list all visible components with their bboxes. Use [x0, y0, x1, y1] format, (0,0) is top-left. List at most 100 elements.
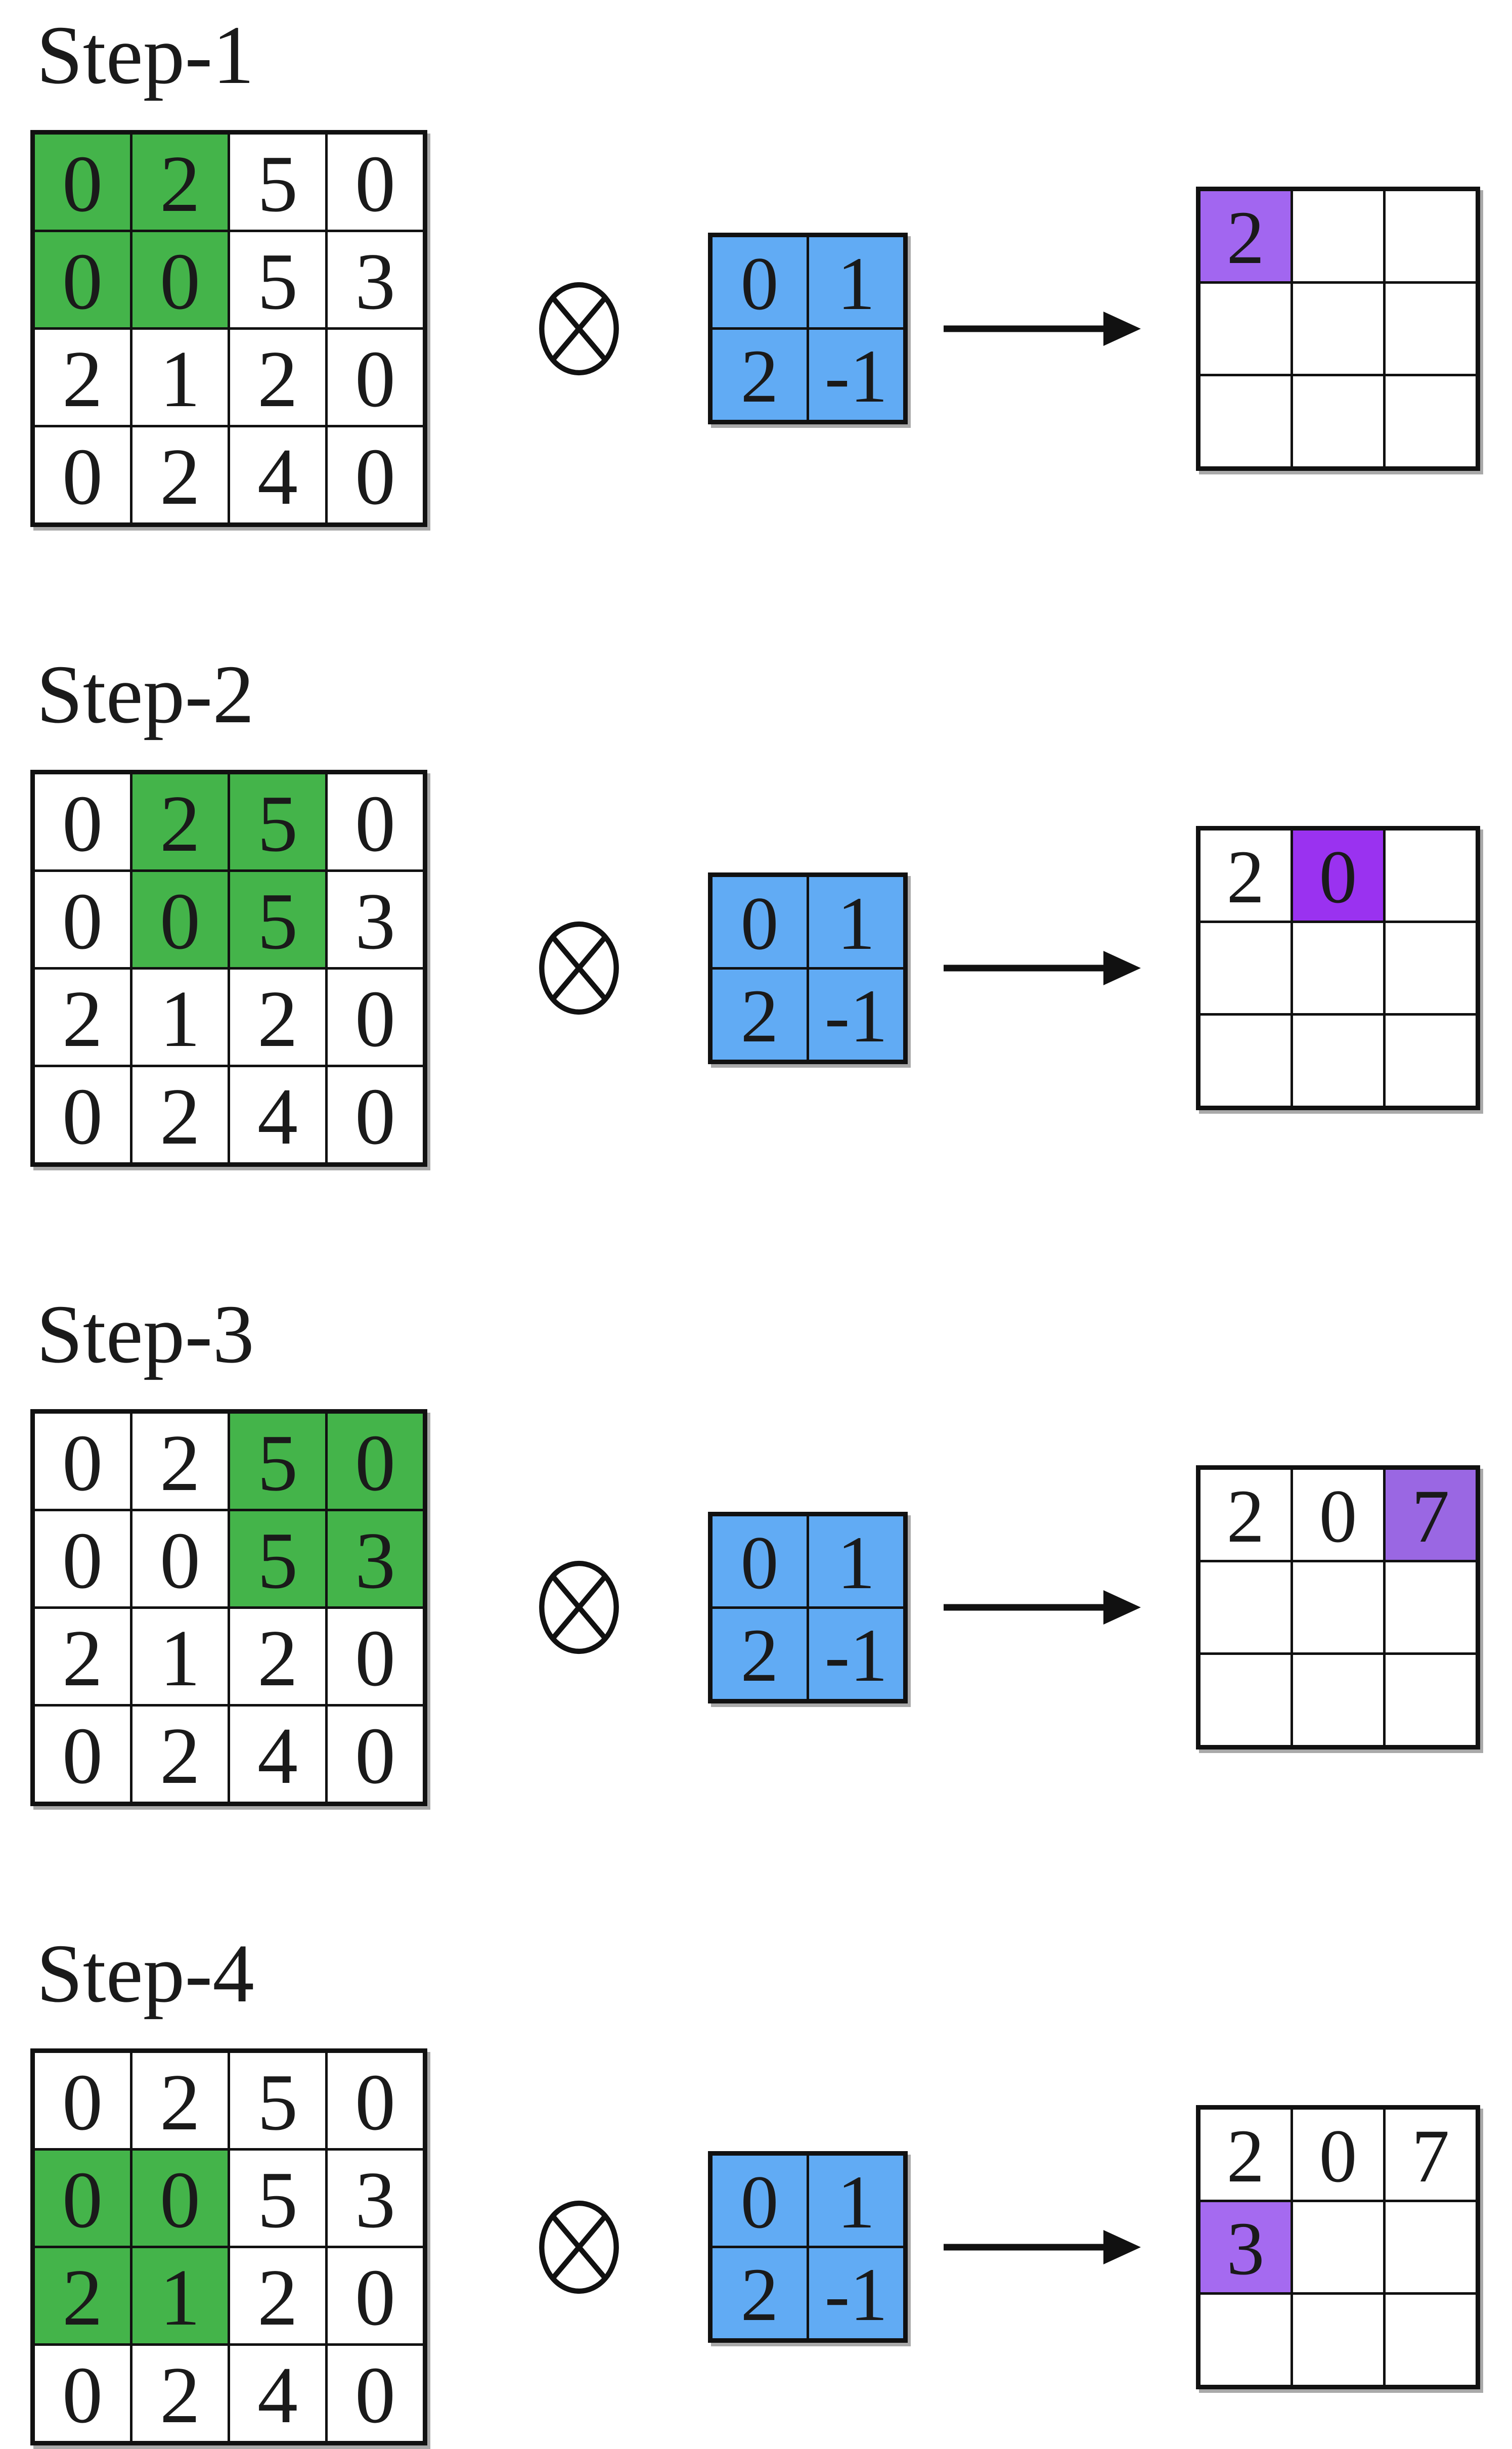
input-cell: 5: [230, 135, 325, 230]
output-matrix: 2: [1196, 186, 1480, 471]
kernel-cell: -1: [809, 1608, 903, 1699]
kernel-cell: -1: [809, 330, 903, 420]
kernel-cell: -1: [809, 969, 903, 1060]
input-cell: 3: [328, 232, 423, 328]
output-cell: [1200, 923, 1291, 1013]
output-cell: [1386, 2294, 1476, 2385]
input-cell: 5: [230, 1413, 325, 1509]
kernel-cell: 1: [809, 1516, 903, 1606]
input-cell: 0: [328, 969, 423, 1065]
input-cell: 0: [328, 1067, 423, 1162]
input-cell: 1: [132, 330, 228, 425]
kernel-cell: 1: [809, 2156, 903, 2246]
output-cell: [1386, 1562, 1476, 1653]
output-cell: [1386, 191, 1476, 281]
input-cell: 2: [230, 2248, 325, 2343]
input-cell: 0: [35, 2346, 130, 2441]
circled-times-icon: [539, 921, 619, 1015]
input-cell: 3: [328, 1511, 423, 1606]
output-cell: [1200, 376, 1291, 466]
step-label: Step-4: [36, 1927, 254, 2020]
right-arrow-icon: [944, 951, 1141, 985]
kernel-cell: -1: [809, 2248, 903, 2338]
input-cell: 2: [230, 969, 325, 1065]
output-cell: [1293, 1655, 1383, 1745]
input-cell: 2: [132, 2053, 228, 2148]
output-cell: [1293, 2202, 1383, 2292]
output-cell: [1386, 1655, 1476, 1745]
input-cell: 0: [132, 1511, 228, 1606]
input-cell: 0: [35, 2053, 130, 2148]
output-cell: 2: [1200, 191, 1291, 281]
kernel-cell: 0: [713, 237, 807, 328]
output-cell: [1386, 1016, 1476, 1106]
input-cell: 0: [35, 427, 130, 523]
input-cell: 0: [328, 135, 423, 230]
input-cell: 0: [328, 2346, 423, 2441]
input-cell: 0: [328, 1706, 423, 1802]
input-cell: 2: [132, 1067, 228, 1162]
output-cell: [1200, 283, 1291, 374]
output-cell: [1293, 923, 1383, 1013]
input-cell: 1: [132, 969, 228, 1065]
step-label: Step-1: [36, 9, 254, 101]
input-cell: 0: [132, 871, 228, 967]
output-cell: 3: [1200, 2202, 1291, 2292]
output-cell: [1293, 376, 1383, 466]
output-cell: 7: [1386, 2109, 1476, 2200]
input-cell: 0: [35, 1067, 130, 1162]
input-cell: 2: [132, 2346, 228, 2441]
input-cell: 2: [132, 135, 228, 230]
input-cell: 0: [35, 2151, 130, 2246]
kernel-cell: 1: [809, 237, 903, 328]
input-cell: 2: [132, 427, 228, 523]
input-cell: 2: [35, 969, 130, 1065]
input-cell: 0: [328, 1413, 423, 1509]
output-cell: 7: [1386, 1470, 1476, 1560]
right-arrow-icon: [944, 2229, 1141, 2264]
kernel-cell: 2: [713, 969, 807, 1060]
circled-times-icon: [539, 2200, 619, 2294]
input-cell: 4: [230, 1067, 325, 1162]
input-cell: 0: [328, 427, 423, 523]
input-cell: 3: [328, 871, 423, 967]
input-cell: 4: [230, 2346, 325, 2441]
output-cell: [1386, 376, 1476, 466]
output-cell: [1200, 1016, 1291, 1106]
kernel-cell: 0: [713, 877, 807, 967]
output-cell: [1293, 1016, 1383, 1106]
input-cell: 4: [230, 1706, 325, 1802]
input-cell: 4: [230, 427, 325, 523]
kernel-cell: 0: [713, 2156, 807, 2246]
right-arrow-icon: [944, 311, 1141, 346]
input-cell: 0: [328, 2248, 423, 2343]
output-cell: [1200, 2294, 1291, 2385]
input-cell: 0: [35, 232, 130, 328]
kernel-cell: 2: [713, 1608, 807, 1699]
input-cell: 0: [35, 1413, 130, 1509]
output-cell: [1293, 2294, 1383, 2385]
input-cell: 0: [35, 774, 130, 869]
input-cell: 3: [328, 2151, 423, 2246]
output-cell: [1386, 830, 1476, 921]
input-cell: 2: [35, 330, 130, 425]
input-cell: 2: [230, 1608, 325, 1704]
input-cell: 2: [132, 1413, 228, 1509]
input-cell: 5: [230, 2151, 325, 2246]
output-cell: [1293, 1562, 1383, 1653]
input-cell: 0: [35, 1511, 130, 1606]
circled-times-icon: [539, 282, 619, 375]
output-cell: [1200, 1655, 1291, 1745]
output-cell: 0: [1293, 1470, 1383, 1560]
